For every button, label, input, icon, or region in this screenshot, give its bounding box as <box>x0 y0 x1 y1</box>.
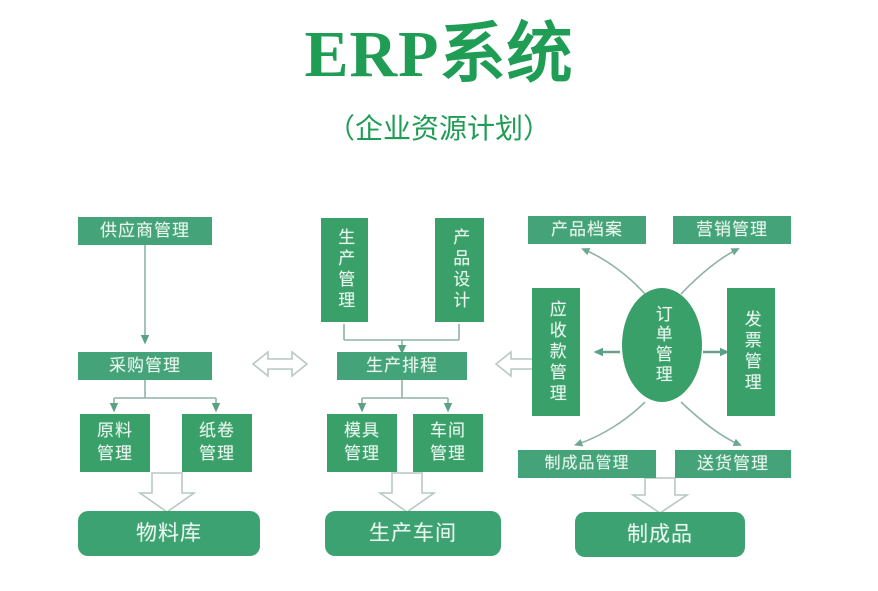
node-product-design[interactable]: 产品设计 <box>435 218 484 322</box>
node-paper-roll-management[interactable]: 纸卷管理 <box>182 414 252 472</box>
page-subtitle: （企业资源计划） <box>326 114 551 145</box>
node-supplier-management[interactable]: 供应商管理 <box>78 217 212 245</box>
block-arrow-shop-to-workshop <box>377 472 437 513</box>
node-production-scheduling[interactable]: 生产排程 <box>337 352 467 380</box>
node-invoice-management[interactable]: 发票管理 <box>727 288 775 416</box>
node-order-management[interactable]: 订单管理 <box>622 288 702 402</box>
node-production-management[interactable]: 生产管理 <box>321 218 368 322</box>
node-marketing-management[interactable]: 营销管理 <box>673 216 791 244</box>
block-arrow-purchase-scheduling <box>251 350 309 378</box>
node-material-warehouse[interactable]: 物料库 <box>78 511 260 556</box>
node-purchase-management[interactable]: 采购管理 <box>78 352 212 380</box>
block-arrow-materials-to-warehouse <box>137 472 197 513</box>
connector-purchase-to-materials <box>109 380 221 413</box>
connector-production-to-scheduling <box>343 324 460 355</box>
connector-scheduling-to-shop <box>357 380 453 413</box>
node-raw-material-management[interactable]: 原料管理 <box>80 414 150 472</box>
node-mold-management[interactable]: 模具管理 <box>327 414 397 472</box>
node-product-archive[interactable]: 产品档案 <box>528 216 646 244</box>
page-title: ERP系统 <box>304 18 574 91</box>
node-receivables-management[interactable]: 应收款管理 <box>532 288 580 416</box>
node-finished-goods[interactable]: 制成品 <box>575 512 745 557</box>
node-workshop-management[interactable]: 车间管理 <box>413 414 483 472</box>
node-delivery-management[interactable]: 送货管理 <box>675 450 791 478</box>
block-arrow-finished-to-product <box>630 477 690 514</box>
curve-order-to-finished-goods-mgmt <box>574 401 646 447</box>
node-finished-goods-management[interactable]: 制成品管理 <box>518 450 656 478</box>
node-production-workshop[interactable]: 生产车间 <box>325 511 501 556</box>
curve-order-to-product-archive <box>581 248 646 295</box>
